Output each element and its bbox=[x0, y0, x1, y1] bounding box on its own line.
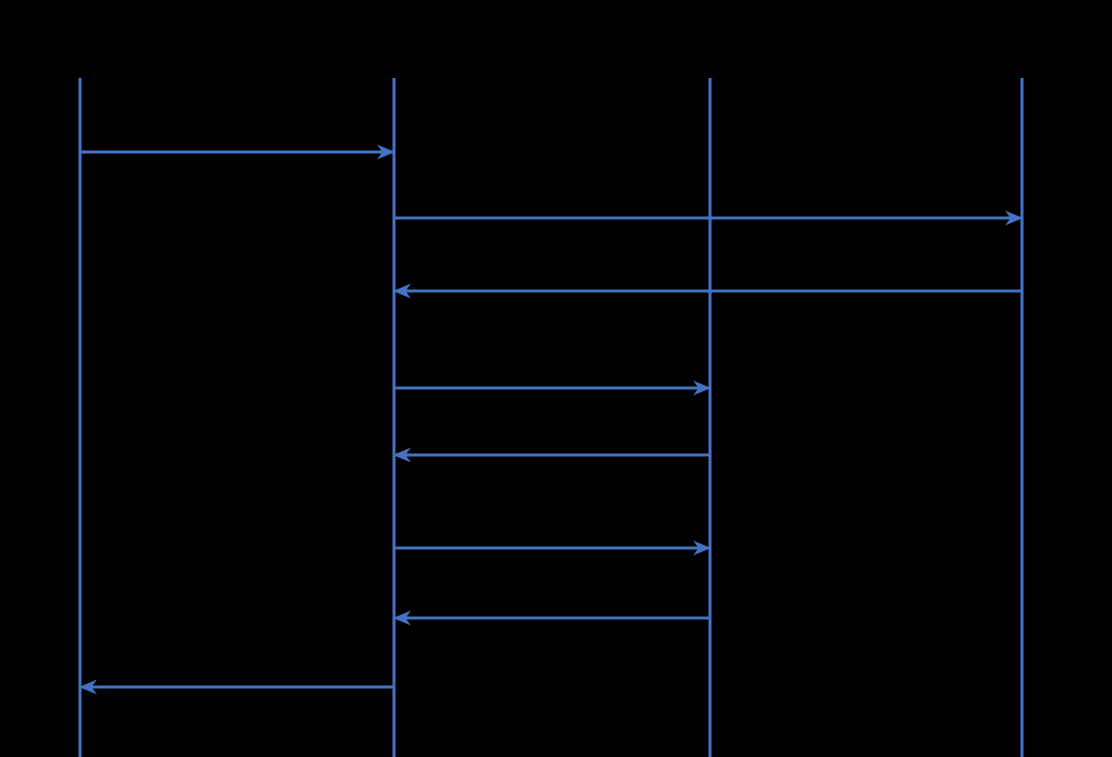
sequence-diagram bbox=[78, 78, 1024, 757]
diagram-canvas bbox=[78, 78, 1024, 757]
